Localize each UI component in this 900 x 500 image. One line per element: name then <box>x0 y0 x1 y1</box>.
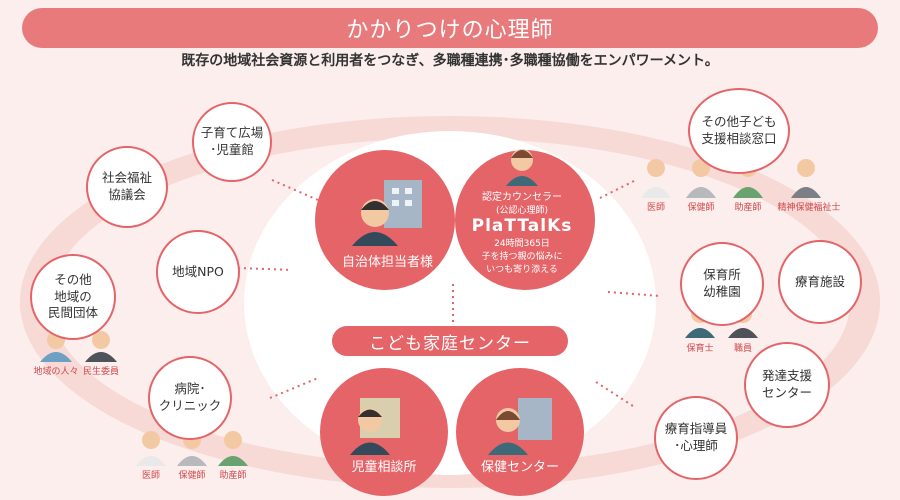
counselor-line3: 24時間365日 <box>494 239 550 249</box>
role-label: 助産師 <box>219 471 247 481</box>
counselor-line4: 子を持つ親の悩みに <box>481 252 563 262</box>
center-bottom-left-circle <box>320 368 448 496</box>
node-ryoiku-facility: 療育施設 <box>778 240 862 324</box>
counselor-line5: いつも寄り添える <box>486 265 558 275</box>
role-label: 助産師 <box>734 203 762 213</box>
people-top-right <box>641 159 821 198</box>
node-shakai-fukushi: 社会福祉 協議会 <box>86 146 168 228</box>
role-label: 保育士 <box>686 344 714 354</box>
role-label: 保健師 <box>178 471 206 481</box>
node-hospital: 病院･ クリニック <box>148 356 232 440</box>
role-label: 地域の人々 <box>33 367 79 377</box>
role-label: 職員 <box>733 344 752 354</box>
child-family-center-banner: こども家庭センター <box>332 326 568 356</box>
page-subtitle: 既存の地域社会資源と利用者をつなぎ、多職種連携･多職種協働をエンパワーメント。 <box>181 53 719 69</box>
node-other-child-support: その他子ども 支援相談窓口 <box>688 88 790 174</box>
dotted-connectors <box>237 179 661 409</box>
node-npo: 地域NPO <box>156 230 240 314</box>
center-right-circle <box>455 149 595 290</box>
page-title: かかりつけの心理師 <box>22 8 878 48</box>
role-label: 医師 <box>646 203 665 213</box>
center-bottom-right-circle <box>456 368 584 496</box>
child-guidance-label: 児童相談所 <box>351 460 417 475</box>
node-other-private-groups: その他 地域の 民間団体 <box>30 254 116 340</box>
counselor-line2: (公認心理師) <box>495 206 549 216</box>
role-label: 精神保健福祉士 <box>777 203 841 213</box>
role-label: 民生委員 <box>82 367 119 377</box>
counselor-line1: 認定カウンセラー <box>482 192 562 203</box>
local-government-label: 自治体担当者様 <box>342 255 434 270</box>
node-development-center: 発達支援 センター <box>744 342 830 428</box>
node-nursery: 保育所 幼稚園 <box>680 242 764 326</box>
node-kosodate: 子育て広場 ･児童館 <box>192 102 272 182</box>
counselor-block: 認定カウンセラー (公認心理師) PlaTTalKs 24時間365日 子を持つ… <box>462 188 582 275</box>
brand-logo: PlaTTalKs <box>471 216 573 236</box>
role-label: 保健師 <box>687 203 715 213</box>
center-left-circle <box>315 150 455 290</box>
role-label: 医師 <box>141 471 160 481</box>
health-center-label: 保健センター <box>480 460 559 475</box>
node-ryoiku-instructor: 療育指導員 ･心理師 <box>654 396 738 480</box>
